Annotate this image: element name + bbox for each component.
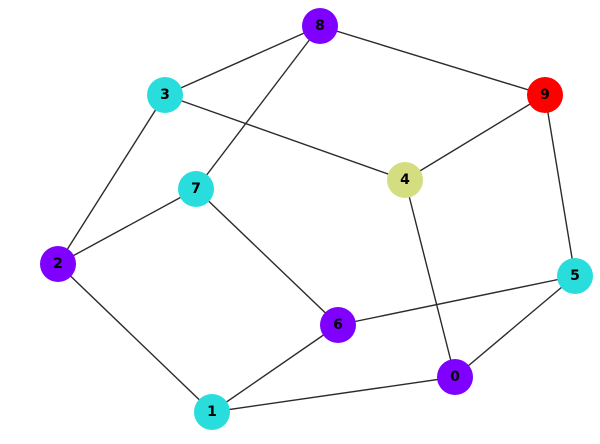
edge-2-1	[57, 263, 213, 413]
edge-4-0	[404, 179, 456, 378]
node-circle-9	[527, 77, 563, 113]
edge-6-1	[211, 324, 339, 413]
node-circle-0	[437, 359, 473, 395]
node-label-6: 6	[333, 317, 343, 333]
edge-1-0	[211, 376, 456, 413]
node-circle-7	[178, 171, 214, 207]
node-label-1: 1	[207, 404, 217, 420]
edge-layer	[57, 25, 576, 413]
node-label-2: 2	[53, 256, 63, 272]
edge-7-6	[195, 188, 339, 326]
node-circle-1	[194, 394, 230, 430]
node-label-4: 4	[400, 172, 410, 188]
node-circle-3	[147, 77, 183, 113]
node-label-3: 3	[160, 87, 170, 103]
node-label-5: 5	[570, 268, 580, 284]
node-2: 2	[40, 246, 76, 282]
node-7: 7	[178, 171, 214, 207]
edge-3-2	[57, 94, 166, 265]
edge-9-5	[544, 94, 576, 277]
node-circle-6	[320, 307, 356, 343]
node-8: 8	[302, 8, 338, 44]
edge-5-0	[454, 275, 576, 378]
node-label-7: 7	[191, 181, 201, 197]
edge-8-9	[319, 25, 546, 96]
edge-5-6	[337, 275, 576, 326]
edge-8-7	[195, 25, 321, 190]
node-4: 4	[387, 162, 423, 198]
node-label-9: 9	[540, 87, 550, 103]
node-circle-8	[302, 8, 338, 44]
node-5: 5	[557, 258, 593, 294]
node-0: 0	[437, 359, 473, 395]
edge-8-3	[164, 25, 321, 96]
edge-3-4	[164, 94, 406, 181]
node-circle-4	[387, 162, 423, 198]
node-3: 3	[147, 77, 183, 113]
node-layer: 0 1 2 3 4 5 6 7 8 9	[40, 8, 593, 430]
node-6: 6	[320, 307, 356, 343]
node-circle-2	[40, 246, 76, 282]
edge-9-4	[404, 94, 546, 181]
node-label-8: 8	[315, 18, 325, 34]
node-label-0: 0	[450, 369, 460, 385]
node-9: 9	[527, 77, 563, 113]
edge-7-2	[57, 188, 197, 265]
node-circle-5	[557, 258, 593, 294]
node-1: 1	[194, 394, 230, 430]
